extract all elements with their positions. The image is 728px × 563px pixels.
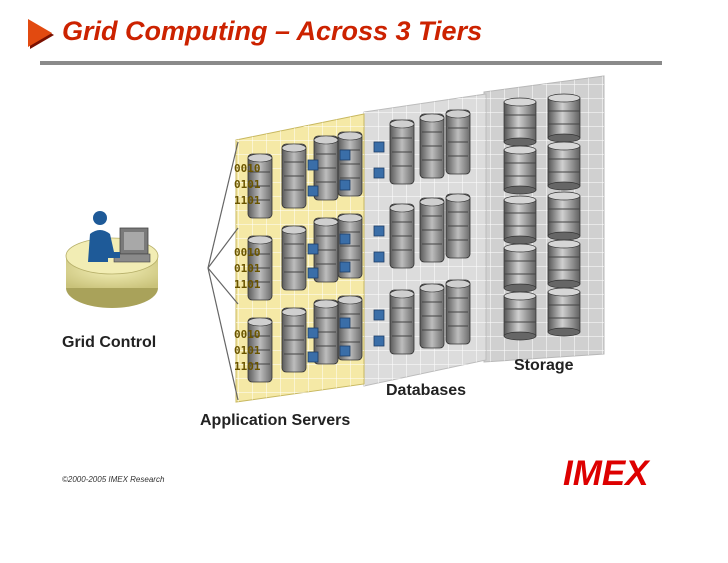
binary-column-2: 0010 0101 1101 xyxy=(234,246,261,291)
operator-icon xyxy=(93,211,107,225)
binary-glyph: 0101 xyxy=(234,344,261,357)
imex-logo: IMEX xyxy=(563,454,649,493)
triangle-bullet-icon xyxy=(28,19,54,49)
network-port-icon xyxy=(307,243,319,255)
server-stack-icon xyxy=(281,307,307,373)
disk-cylinder-icon xyxy=(503,145,537,195)
network-port-icon xyxy=(307,267,319,279)
disk-cylinder-icon xyxy=(547,239,581,289)
network-port-icon xyxy=(373,167,385,179)
storage-panel xyxy=(483,75,605,363)
binary-glyph: 1101 xyxy=(234,194,261,207)
copyright-text: ©2000-2005 IMEX Research xyxy=(62,475,165,484)
network-port-icon xyxy=(339,317,351,329)
grid-control-label: Grid Control xyxy=(62,334,157,351)
disk-cylinder-icon xyxy=(547,287,581,337)
binary-column-1: 0010 0101 1101 xyxy=(234,162,261,207)
app-servers-label: Application Servers xyxy=(200,412,351,429)
storage-label: Storage xyxy=(514,357,574,374)
network-port-icon xyxy=(339,345,351,357)
server-stack-icon xyxy=(281,225,307,291)
database-server-icon xyxy=(445,279,471,345)
disk-cylinder-icon xyxy=(547,191,581,241)
disk-cylinder-icon xyxy=(503,243,537,293)
disk-cylinder-icon xyxy=(547,141,581,191)
binary-glyph: 0010 xyxy=(234,246,261,259)
binary-glyph: 0010 xyxy=(234,328,261,341)
network-port-icon xyxy=(339,149,351,161)
disk-cylinder-icon xyxy=(503,195,537,245)
network-port-icon xyxy=(307,185,319,197)
network-port-icon xyxy=(307,327,319,339)
network-port-icon xyxy=(307,159,319,171)
title-divider xyxy=(40,61,662,65)
database-server-icon xyxy=(419,113,445,179)
binary-glyph: 1101 xyxy=(234,360,261,373)
database-server-icon xyxy=(389,289,415,355)
binary-glyph: 1101 xyxy=(234,278,261,291)
database-server-icon xyxy=(419,283,445,349)
network-port-icon xyxy=(339,261,351,273)
server-stack-icon xyxy=(281,143,307,209)
network-port-icon xyxy=(373,141,385,153)
database-server-icon xyxy=(445,193,471,259)
disk-cylinder-icon xyxy=(503,291,537,341)
network-port-icon xyxy=(373,225,385,237)
disk-cylinder-icon xyxy=(503,97,537,147)
binary-glyph: 0101 xyxy=(234,262,261,275)
network-port-icon xyxy=(373,335,385,347)
binary-glyph: 0101 xyxy=(234,178,261,191)
network-port-icon xyxy=(373,251,385,263)
database-server-icon xyxy=(445,109,471,175)
databases-label: Databases xyxy=(386,382,467,399)
database-server-icon xyxy=(389,203,415,269)
binary-column-3: 0010 0101 1101 xyxy=(234,328,261,373)
database-server-icon xyxy=(419,197,445,263)
disk-cylinder-icon xyxy=(547,93,581,143)
slide-title: Grid Computing – Across 3 Tiers xyxy=(62,16,483,46)
connection-lines xyxy=(207,141,239,401)
network-port-icon xyxy=(339,233,351,245)
network-port-icon xyxy=(373,309,385,321)
binary-glyph: 0010 xyxy=(234,162,261,175)
grid-control-console xyxy=(65,211,159,308)
network-port-icon xyxy=(339,179,351,191)
database-server-icon xyxy=(389,119,415,185)
network-port-icon xyxy=(307,351,319,363)
